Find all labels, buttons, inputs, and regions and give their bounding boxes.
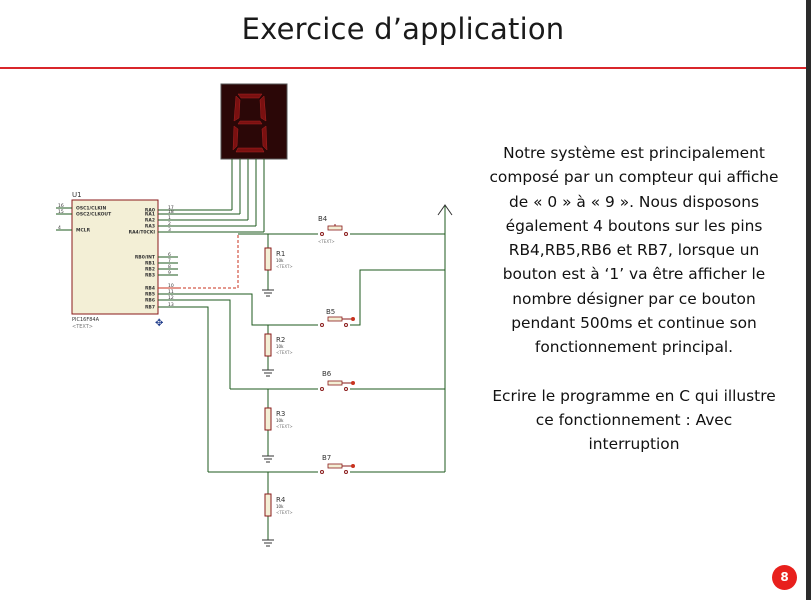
svg-text:RA2: RA2 <box>145 218 155 224</box>
svg-text:16: 16 <box>58 203 64 209</box>
svg-text:OSC2/CLKOUT: OSC2/CLKOUT <box>76 212 112 218</box>
svg-text:RB6: RB6 <box>145 298 155 304</box>
svg-text:<TEXT>: <TEXT> <box>276 424 293 429</box>
svg-text:3: 3 <box>168 227 171 233</box>
svg-text:RB7: RB7 <box>145 305 155 311</box>
svg-text:RB3: RB3 <box>145 273 155 279</box>
svg-text:7: 7 <box>168 258 171 264</box>
svg-text:RA4/T0CKI: RA4/T0CKI <box>129 230 156 236</box>
svg-text:4: 4 <box>58 225 61 231</box>
circuit-wires <box>178 204 453 540</box>
svg-text:10k: 10k <box>276 504 284 509</box>
svg-text:<TEXT>: <TEXT> <box>318 239 335 244</box>
svg-text:17: 17 <box>168 205 174 211</box>
svg-text:1: 1 <box>168 215 171 221</box>
svg-text:<TEXT>: <TEXT> <box>276 264 293 269</box>
svg-text:RA1: RA1 <box>145 212 155 218</box>
resistor-labels: R1 10k <TEXT> R2 10k <TEXT> R3 10k <TEXT… <box>276 250 293 515</box>
svg-text:R4: R4 <box>276 496 286 504</box>
svg-text:MCLR: MCLR <box>76 228 91 234</box>
svg-text:10k: 10k <box>276 258 284 263</box>
svg-text:12: 12 <box>168 295 174 301</box>
title-divider <box>0 67 806 69</box>
window-edge <box>806 0 811 600</box>
svg-text:8: 8 <box>168 264 171 270</box>
seven-segment-display <box>220 83 288 160</box>
chip-part: PIC16F84A <box>72 317 100 323</box>
slide-title: Exercice d’application <box>241 12 565 46</box>
svg-text:13: 13 <box>168 302 174 308</box>
svg-text:B4: B4 <box>318 215 328 223</box>
button-b4: B4 <TEXT> <box>318 215 348 244</box>
button-b5: B5 <box>320 308 355 327</box>
svg-text:RA0: RA0 <box>145 208 155 214</box>
svg-text:OSC1/CLKIN: OSC1/CLKIN <box>76 206 106 212</box>
ground-symbols <box>262 289 274 547</box>
svg-text:10: 10 <box>168 283 174 289</box>
svg-text:B5: B5 <box>326 308 335 316</box>
svg-text:11: 11 <box>168 289 174 295</box>
button-b7: B7 <box>320 454 355 474</box>
svg-text:RB1: RB1 <box>145 261 155 267</box>
button-b6: B6 <box>320 370 355 391</box>
svg-text:RB5: RB5 <box>145 292 155 298</box>
chip-text-tag: <TEXT> <box>72 324 93 330</box>
rb4-active-wire <box>178 234 239 289</box>
svg-text:<TEXT>: <TEXT> <box>276 510 293 515</box>
svg-text:18: 18 <box>168 209 174 215</box>
svg-text:<TEXT>: <TEXT> <box>276 350 293 355</box>
svg-text:RB4: RB4 <box>145 286 155 292</box>
svg-text:R2: R2 <box>276 336 285 344</box>
svg-text:2: 2 <box>168 221 171 227</box>
exercise-paragraph-2: Ecrire le programme en C qui illustre ce… <box>492 386 776 454</box>
svg-text:B7: B7 <box>322 454 331 462</box>
display-wires <box>178 159 265 233</box>
push-buttons: B4 <TEXT> B5 B6 B7 <box>318 215 355 474</box>
crosshair-icon: ✥ <box>155 318 163 329</box>
svg-text:B6: B6 <box>322 370 332 378</box>
svg-text:R3: R3 <box>276 410 285 418</box>
svg-text:10k: 10k <box>276 418 284 423</box>
svg-text:RB0/INT: RB0/INT <box>135 255 156 261</box>
exercise-paragraph-1: Notre système est principalement composé… <box>489 144 779 357</box>
svg-text:RA3: RA3 <box>145 224 155 230</box>
exercise-description: Notre système est principalement composé… <box>488 141 780 457</box>
svg-text:R1: R1 <box>276 250 285 258</box>
resistors <box>264 247 272 517</box>
svg-text:6: 6 <box>168 252 171 258</box>
svg-text:RB2: RB2 <box>145 267 155 273</box>
svg-text:10k: 10k <box>276 344 284 349</box>
chip-ref: U1 <box>72 191 82 199</box>
svg-text:15: 15 <box>58 209 64 215</box>
page-number-badge: 8 <box>772 565 797 590</box>
svg-text:9: 9 <box>168 270 171 276</box>
